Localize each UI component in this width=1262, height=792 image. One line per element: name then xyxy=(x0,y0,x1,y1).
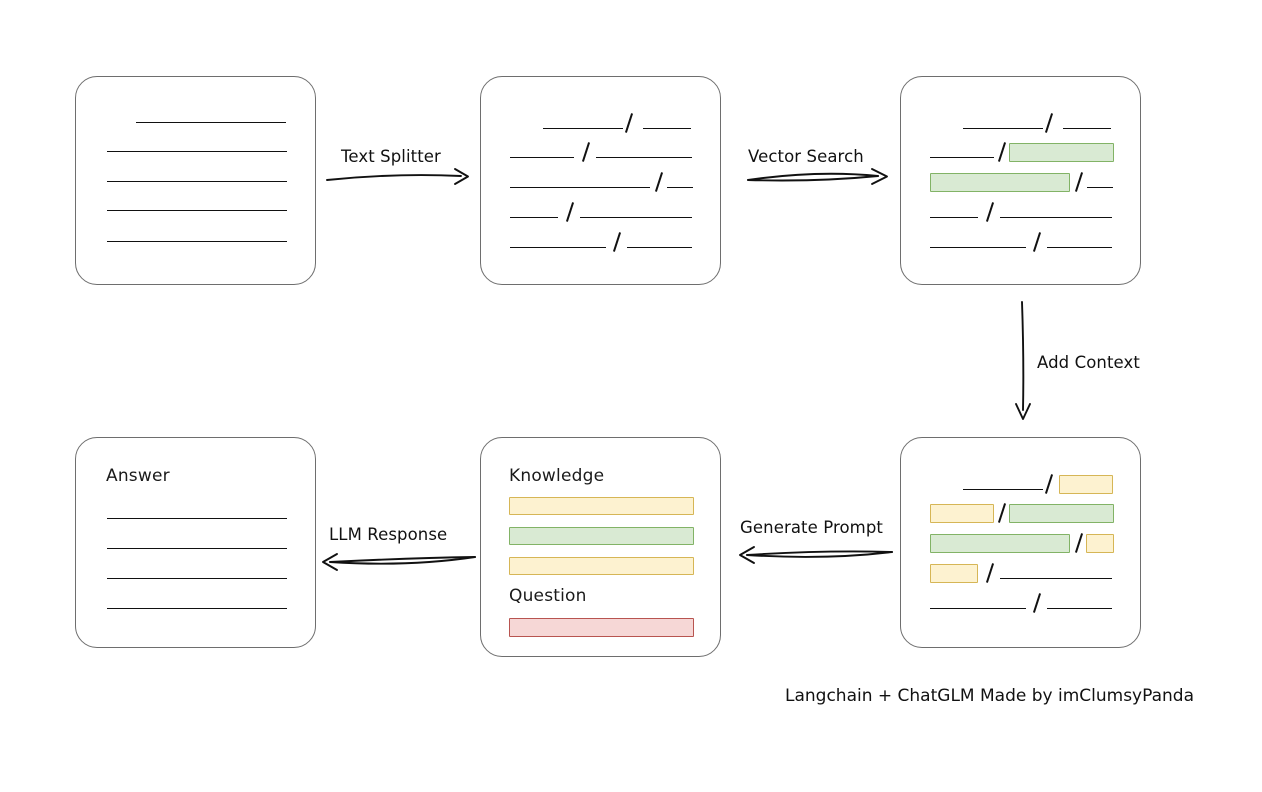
node-answer[interactable]: Answer xyxy=(75,437,316,648)
chunk-line xyxy=(596,157,692,158)
context-chunk-highlight xyxy=(1086,534,1114,553)
node-matched-chunks[interactable] xyxy=(900,76,1141,285)
chunk-line xyxy=(963,489,1043,490)
context-chunk-highlight xyxy=(930,564,978,583)
arrow-text-splitter xyxy=(326,168,469,185)
node-source-document[interactable] xyxy=(75,76,316,285)
chunk-line xyxy=(510,247,606,248)
chunk-separator-icon xyxy=(997,142,1007,162)
chunk-line xyxy=(627,247,692,248)
chunk-line xyxy=(1000,217,1112,218)
edge-label-add-context: Add Context xyxy=(1037,353,1140,372)
chunk-line xyxy=(1047,247,1112,248)
edge-label-generate-prompt: Generate Prompt xyxy=(740,518,883,537)
doc-line xyxy=(107,151,287,152)
doc-line xyxy=(107,181,287,182)
edge-label-llm-response: LLM Response xyxy=(329,525,448,544)
node-split-chunks[interactable] xyxy=(480,76,721,285)
context-chunk-highlight xyxy=(930,504,994,523)
chunk-line xyxy=(930,217,978,218)
chunk-separator-icon xyxy=(612,232,622,252)
question-chunk xyxy=(509,618,694,637)
answer-line xyxy=(107,578,287,579)
arrow-generate-prompt xyxy=(739,546,893,564)
chunk-line xyxy=(930,608,1026,609)
chunk-separator-icon xyxy=(624,113,634,133)
chunk-line xyxy=(1000,578,1112,579)
answer-line xyxy=(107,548,287,549)
matched-chunk-highlight xyxy=(1009,143,1114,162)
chunk-line xyxy=(930,157,994,158)
chunk-line xyxy=(1047,608,1112,609)
knowledge-chunk-yellow xyxy=(509,497,694,515)
chunk-line xyxy=(510,217,558,218)
node-context-added-chunks[interactable] xyxy=(900,437,1141,648)
knowledge-chunk-yellow xyxy=(509,557,694,575)
edge-label-text-splitter: Text Splitter xyxy=(341,147,441,166)
chunk-separator-icon xyxy=(1032,232,1042,252)
doc-line xyxy=(107,241,287,242)
knowledge-chunk-green xyxy=(509,527,694,545)
answer-line xyxy=(107,608,287,609)
chunk-separator-icon xyxy=(565,202,575,222)
chunk-line xyxy=(580,217,692,218)
chunk-separator-icon xyxy=(1074,172,1084,192)
answer-heading: Answer xyxy=(106,466,170,486)
chunk-line xyxy=(930,247,1026,248)
chunk-separator-icon xyxy=(997,503,1007,523)
doc-line xyxy=(136,122,286,123)
chunk-separator-icon xyxy=(1032,593,1042,613)
chunk-line xyxy=(510,187,650,188)
chunk-line xyxy=(543,128,623,129)
chunk-separator-icon xyxy=(1044,113,1054,133)
chunk-separator-icon xyxy=(654,172,664,192)
node-prompt[interactable]: Knowledge Question xyxy=(480,437,721,657)
chunk-line xyxy=(1063,128,1111,129)
chunk-line xyxy=(1087,187,1113,188)
chunk-separator-icon xyxy=(1074,533,1084,553)
chunk-line xyxy=(667,187,693,188)
chunk-line xyxy=(963,128,1043,129)
matched-chunk-highlight xyxy=(1009,504,1114,523)
matched-chunk-highlight xyxy=(930,534,1070,553)
diagram-caption: Langchain + ChatGLM Made by imClumsyPand… xyxy=(785,686,1194,706)
question-heading: Question xyxy=(509,586,587,606)
context-chunk-highlight xyxy=(1059,475,1113,494)
chunk-separator-icon xyxy=(1044,474,1054,494)
arrow-add-context xyxy=(1015,301,1031,420)
chunk-separator-icon xyxy=(985,563,995,583)
chunk-separator-icon xyxy=(985,202,995,222)
chunk-line xyxy=(643,128,691,129)
answer-line xyxy=(107,518,287,519)
edge-label-vector-search: Vector Search xyxy=(748,147,864,166)
arrow-vector-search xyxy=(747,168,888,185)
knowledge-heading: Knowledge xyxy=(509,466,605,486)
chunk-separator-icon xyxy=(581,142,591,162)
arrow-llm-response xyxy=(322,553,476,571)
doc-line xyxy=(107,210,287,211)
matched-chunk-highlight xyxy=(930,173,1070,192)
chunk-line xyxy=(510,157,574,158)
